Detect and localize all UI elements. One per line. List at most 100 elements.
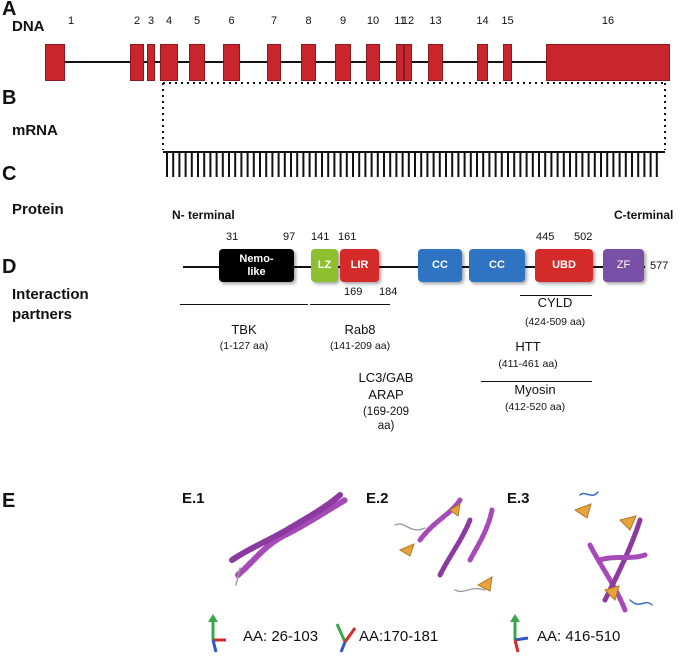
c-terminal-label: C-terminal: [614, 208, 674, 222]
exon-number-9: 9: [339, 15, 347, 27]
exon-10: [366, 44, 380, 81]
structure-label-e1: E.1: [182, 490, 205, 507]
rab8-range-line: [310, 304, 390, 305]
protein-label: Protein: [12, 201, 64, 218]
helix-1: [235, 497, 348, 578]
domain-cc-2: CC: [469, 249, 525, 282]
exon-number-12: 12: [401, 15, 415, 27]
coils-e3: [579, 491, 653, 606]
domain-nemo-like: Nemo-like: [219, 249, 294, 282]
partner-rab8: Rab8: [344, 322, 376, 337]
exon-number-10: 10: [366, 15, 380, 27]
partner-tbk-range: (1-127 aa): [219, 340, 269, 352]
exon-number-4: 4: [165, 15, 173, 27]
structure-e1-image: [229, 492, 348, 586]
exon-16: [546, 44, 670, 81]
exon-number-11: 11: [394, 15, 406, 27]
panel-letter-a: A: [2, 0, 17, 20]
exon-12: [404, 44, 412, 81]
domain-zf-label: ZF: [616, 259, 631, 271]
mrna-label: mRNA: [12, 122, 58, 139]
partner-myosin: Myosin: [514, 382, 556, 397]
cyld-range-line: [520, 295, 592, 296]
n-terminal-label: N- terminal: [172, 208, 235, 222]
axis-icon-e2: [335, 623, 357, 653]
helix-3: [417, 497, 463, 543]
pos-184: 184: [379, 286, 398, 298]
domain-lz: LZ: [311, 249, 338, 282]
structure-label-e2: E.2: [366, 490, 389, 507]
tbk-range-line: [180, 304, 308, 305]
exon-number-7: 7: [270, 15, 278, 27]
exon-15: [503, 44, 512, 81]
exon-number-16: 16: [601, 15, 615, 27]
partner-cyld-range: (424-509 aa): [524, 316, 586, 328]
exon-number-14: 14: [476, 15, 489, 27]
coil-tail: [235, 567, 241, 586]
exon-number-1: 1: [67, 15, 75, 27]
exon-3: [147, 44, 155, 81]
exon-number-3: 3: [147, 15, 155, 27]
sheets-e3: [573, 503, 637, 601]
helix-5: [467, 507, 495, 563]
exon-5: [189, 44, 205, 81]
exon-2: [130, 44, 144, 81]
exon-6: [223, 44, 240, 81]
exon-number-5: 5: [193, 15, 201, 27]
pos-141: 141: [311, 231, 330, 243]
axis-icon-e1: [208, 614, 226, 653]
exon-11: [396, 44, 404, 81]
pos-502: 502: [574, 231, 593, 243]
sheets-e2: [398, 503, 493, 592]
partner-tbk: TBK: [231, 322, 257, 337]
exon-number-8: 8: [305, 15, 312, 27]
domain-lir-label: LIR: [350, 259, 369, 271]
helix-6: [587, 542, 628, 613]
mrna-ticks: [166, 152, 658, 177]
domain-zf: ZF: [603, 249, 644, 282]
exon-14: [477, 44, 488, 81]
partner-cyld: CYLD: [537, 295, 573, 310]
dna-line: [45, 61, 670, 63]
aa-range-e1: AA: 26-103: [243, 628, 319, 645]
helix-8: [597, 552, 648, 563]
partner-lc3-gabarap: LC3/GAB ARAP: [358, 370, 414, 402]
dna-label: DNA: [12, 18, 45, 35]
exon-number-13: 13: [429, 15, 442, 27]
interaction-partners-label: Interaction partners: [12, 286, 89, 323]
myosin-range-line: [481, 381, 592, 382]
partner-rab8-range: (141-209 aa): [329, 340, 391, 352]
exon-number-15: 15: [501, 15, 514, 27]
domain-cc-1-label: CC: [432, 259, 448, 271]
domain-lz-label: LZ: [317, 259, 332, 271]
pos-97: 97: [283, 231, 296, 243]
axis-icon-e3: [510, 614, 529, 653]
panel-letter-d: D: [2, 256, 17, 278]
partner-lc3-gabarap-range: (169-209 aa): [362, 406, 410, 432]
exon-8: [301, 44, 316, 81]
domain-ubd-label: UBD: [552, 259, 576, 271]
partner-myosin-range: (412-520 aa): [504, 401, 566, 413]
panel-letter-b: B: [2, 87, 17, 109]
aa-range-e2: AA:170-181: [359, 628, 439, 645]
partner-htt-range: (411-461 aa): [498, 358, 558, 370]
domain-nemo-like-label: Nemo-like: [239, 252, 274, 278]
exon-1: [45, 44, 65, 81]
domain-lir: LIR: [340, 249, 379, 282]
pos-161: 161: [338, 231, 357, 243]
coils-e2: [394, 523, 486, 593]
panel-letter-c: C: [2, 163, 17, 185]
domain-cc-1: CC: [418, 249, 462, 282]
exon-7: [267, 44, 281, 81]
exon-number-6: 6: [228, 15, 235, 27]
pos-445: 445: [536, 231, 555, 243]
exon-9: [335, 44, 351, 81]
protein-length: 577: [650, 260, 669, 272]
structure-label-e3: E.3: [507, 490, 530, 507]
helix-2: [229, 492, 343, 563]
panel-letter-e: E: [2, 490, 16, 512]
structure-e2-image: [394, 497, 495, 593]
protein-backbone: [183, 266, 645, 268]
